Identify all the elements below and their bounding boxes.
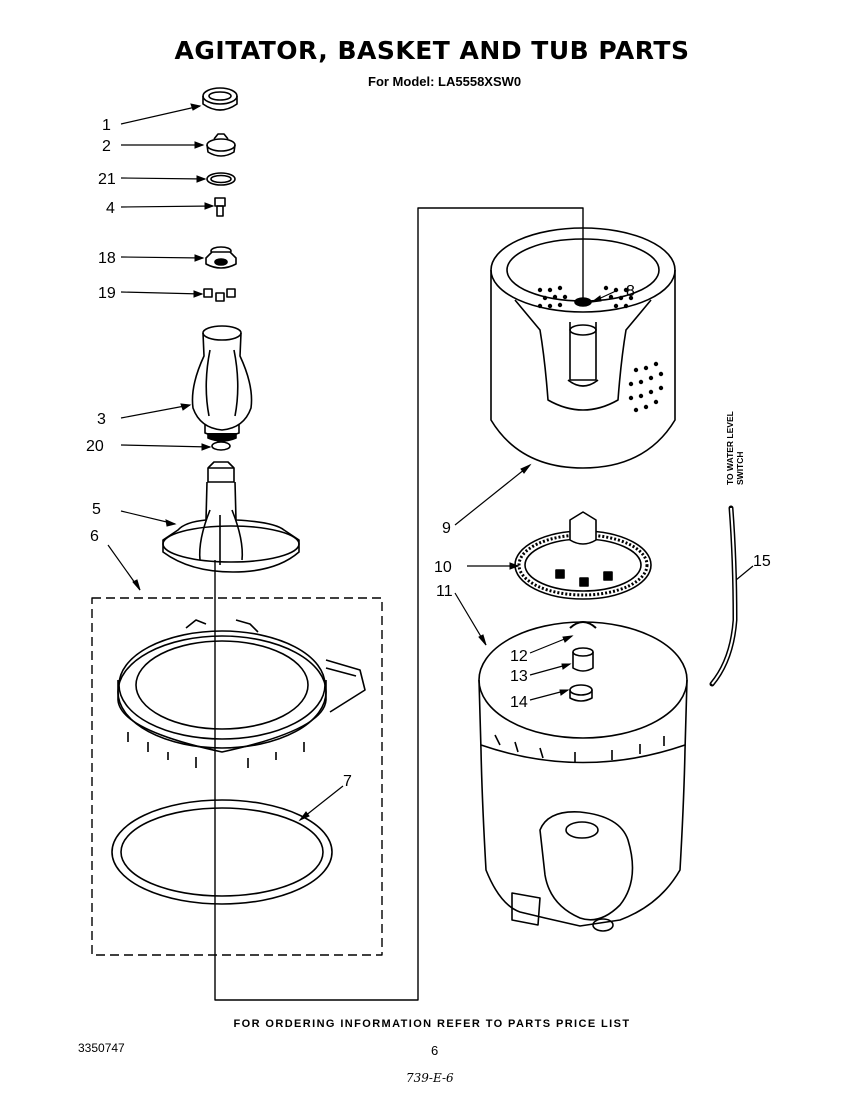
agitator-ring — [211, 441, 231, 451]
callout-18: 18 — [98, 250, 116, 267]
callout-12: 12 — [510, 648, 528, 665]
callout-15: 15 — [753, 553, 771, 570]
callout-6: 6 — [90, 528, 99, 545]
callout-21: 21 — [98, 171, 116, 188]
callout-11: 11 — [436, 583, 453, 600]
handwritten-note: 739-E-6 — [406, 1071, 454, 1085]
callout-3: 3 — [97, 411, 106, 428]
tub-seal — [111, 799, 333, 905]
callout-5: 5 — [92, 501, 101, 518]
document-number: 3350747 — [78, 1041, 125, 1055]
callout-13: 13 — [510, 668, 528, 685]
callout-14: 14 — [510, 694, 528, 711]
tub-seal-parts — [569, 621, 597, 702]
callout-10: 10 — [434, 559, 452, 576]
agitator-cam — [206, 133, 236, 157]
upper-agitator — [191, 325, 253, 442]
tub-ring — [117, 619, 366, 768]
dog-housing — [205, 246, 237, 269]
assembly-box — [91, 597, 383, 956]
agitator-bolt — [214, 197, 226, 217]
lower-agitator — [162, 461, 300, 573]
basket-hub — [514, 511, 652, 600]
ordering-footer: FOR ORDERING INFORMATION REFER TO PARTS … — [233, 1018, 631, 1030]
page-title: AGITATOR, BASKET AND TUB PARTS — [174, 36, 690, 65]
callout-4: 4 — [106, 200, 115, 217]
agitator-cap — [202, 87, 238, 111]
callout-19: 19 — [98, 285, 116, 302]
callout-9: 9 — [442, 520, 451, 537]
water-level-hose — [709, 505, 738, 687]
page-number: 6 — [431, 1043, 439, 1058]
water-level-label-line1: TO WATER LEVEL — [725, 411, 735, 485]
o-ring — [206, 172, 236, 186]
callout-7: 7 — [343, 773, 352, 790]
callout-20: 20 — [86, 438, 104, 455]
model-subtitle: For Model: LA5558XSW0 — [368, 74, 522, 89]
callout-2: 2 — [102, 138, 111, 155]
callout-1: 1 — [102, 117, 111, 134]
drive-dogs — [203, 288, 236, 302]
outer-tub — [478, 621, 688, 932]
callout-8: 8 — [626, 283, 635, 300]
spin-basket — [490, 227, 676, 469]
connector-line — [214, 207, 584, 1001]
water-level-label-line2: SWITCH — [735, 451, 745, 485]
